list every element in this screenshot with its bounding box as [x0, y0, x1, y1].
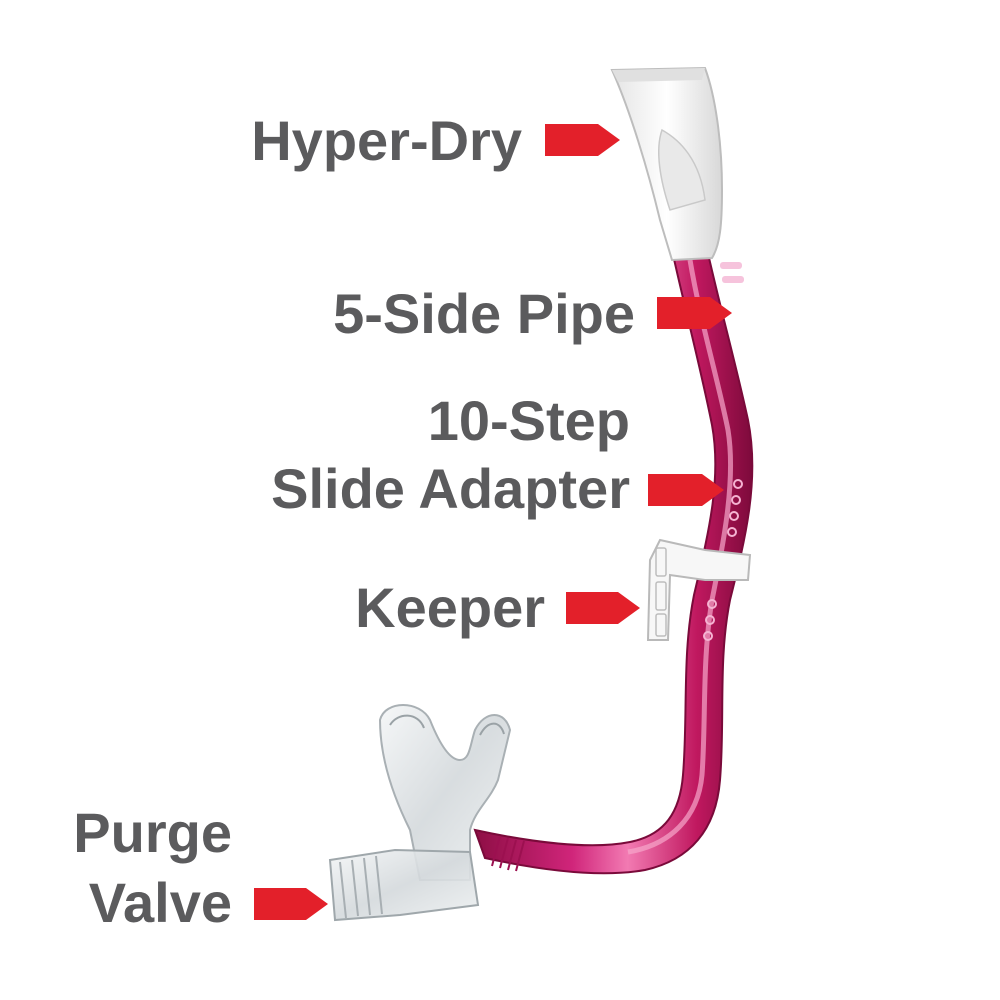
keeper-clip — [646, 538, 752, 641]
arrow-hyper-dry — [545, 124, 620, 156]
snorkel-tube — [473, 238, 754, 875]
dry-top-cap — [610, 66, 724, 262]
label-hyper-dry: Hyper-Dry — [251, 109, 522, 172]
label-purge-line2: Valve — [89, 871, 232, 934]
label-purge-line1: Purge — [73, 801, 232, 864]
arrow-five-side-pipe — [657, 297, 732, 329]
label-slide-adapter-line2: Slide Adapter — [271, 457, 630, 520]
arrow-purge-valve — [254, 888, 328, 920]
label-five-side-pipe: 5-Side Pipe — [333, 282, 635, 345]
snorkel-image — [328, 66, 754, 922]
label-slide-adapter-line1: 10-Step — [428, 389, 630, 452]
upper-slots — [720, 262, 744, 283]
mouthpiece — [378, 704, 512, 881]
label-keeper: Keeper — [355, 576, 545, 639]
slide-adapter-dots — [703, 479, 743, 641]
arrow-keeper — [566, 592, 640, 624]
arrow-slide-adapter — [648, 474, 724, 506]
purge-valve-housing — [328, 848, 480, 922]
tube-rings — [491, 835, 525, 872]
